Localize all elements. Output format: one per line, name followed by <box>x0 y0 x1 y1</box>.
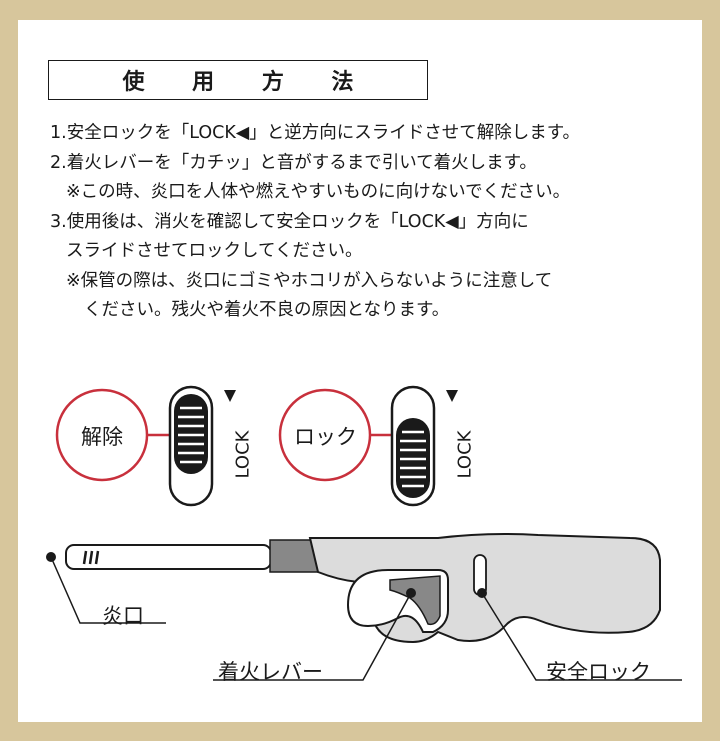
illustration <box>46 385 682 681</box>
nozzle-label: 炎口 <box>102 604 144 628</box>
instruction-note-2: ※保管の際は、炎口にゴミやホコリが入らないように注意して <box>66 270 553 291</box>
unlock-lock-text: LOCK <box>232 430 254 479</box>
instruction-step-3-cont: スライドさせてロックしてください。 <box>66 241 363 261</box>
nozzle-leader <box>50 556 166 624</box>
instruction-step-1: 1.安全ロックを「LOCK◀」と逆方向にスライドさせて解除します。 <box>50 123 580 143</box>
safety-lock-label: 安全ロック <box>546 660 651 684</box>
unlock-diagram <box>55 385 236 507</box>
safety-lock-leader <box>481 592 682 681</box>
trigger-lever[interactable] <box>389 575 441 626</box>
trigger-label: 着火レバー <box>218 660 323 684</box>
trigger-leader <box>213 592 412 681</box>
instruction-note-1: ※この時、炎口を人体や燃えやすいものに向けないでください。 <box>66 182 571 202</box>
instruction-note-2-cont: ください。残火や着火不良の原因となります。 <box>84 300 450 320</box>
unlock-label: 解除 <box>81 425 123 449</box>
lighter-illustration <box>46 533 682 681</box>
instruction-panel: 使 用 方 法 1.安全ロックを「LOCK◀」と逆方向にスライドさせて解除します… <box>18 20 702 722</box>
lock-label: ロック <box>294 425 357 449</box>
instruction-step-2: 2.着火レバーを「カチッ」と音がするまで引いて着火します。 <box>50 152 537 173</box>
lock-diagram <box>278 385 458 507</box>
instruction-step-3: 3.使用後は、消火を確認して安全ロックを「LOCK◀」方向に <box>50 211 529 232</box>
lock-arrow-icon <box>446 390 458 402</box>
lock-lock-text: LOCK <box>454 430 476 479</box>
unlock-arrow-icon <box>224 390 236 402</box>
page-title: 使 用 方 法 <box>48 60 428 100</box>
nozzle-vent-icon <box>82 550 100 565</box>
instructions-list: 1.安全ロックを「LOCK◀」と逆方向にスライドさせて解除します。 2.着火レバ… <box>50 119 700 326</box>
